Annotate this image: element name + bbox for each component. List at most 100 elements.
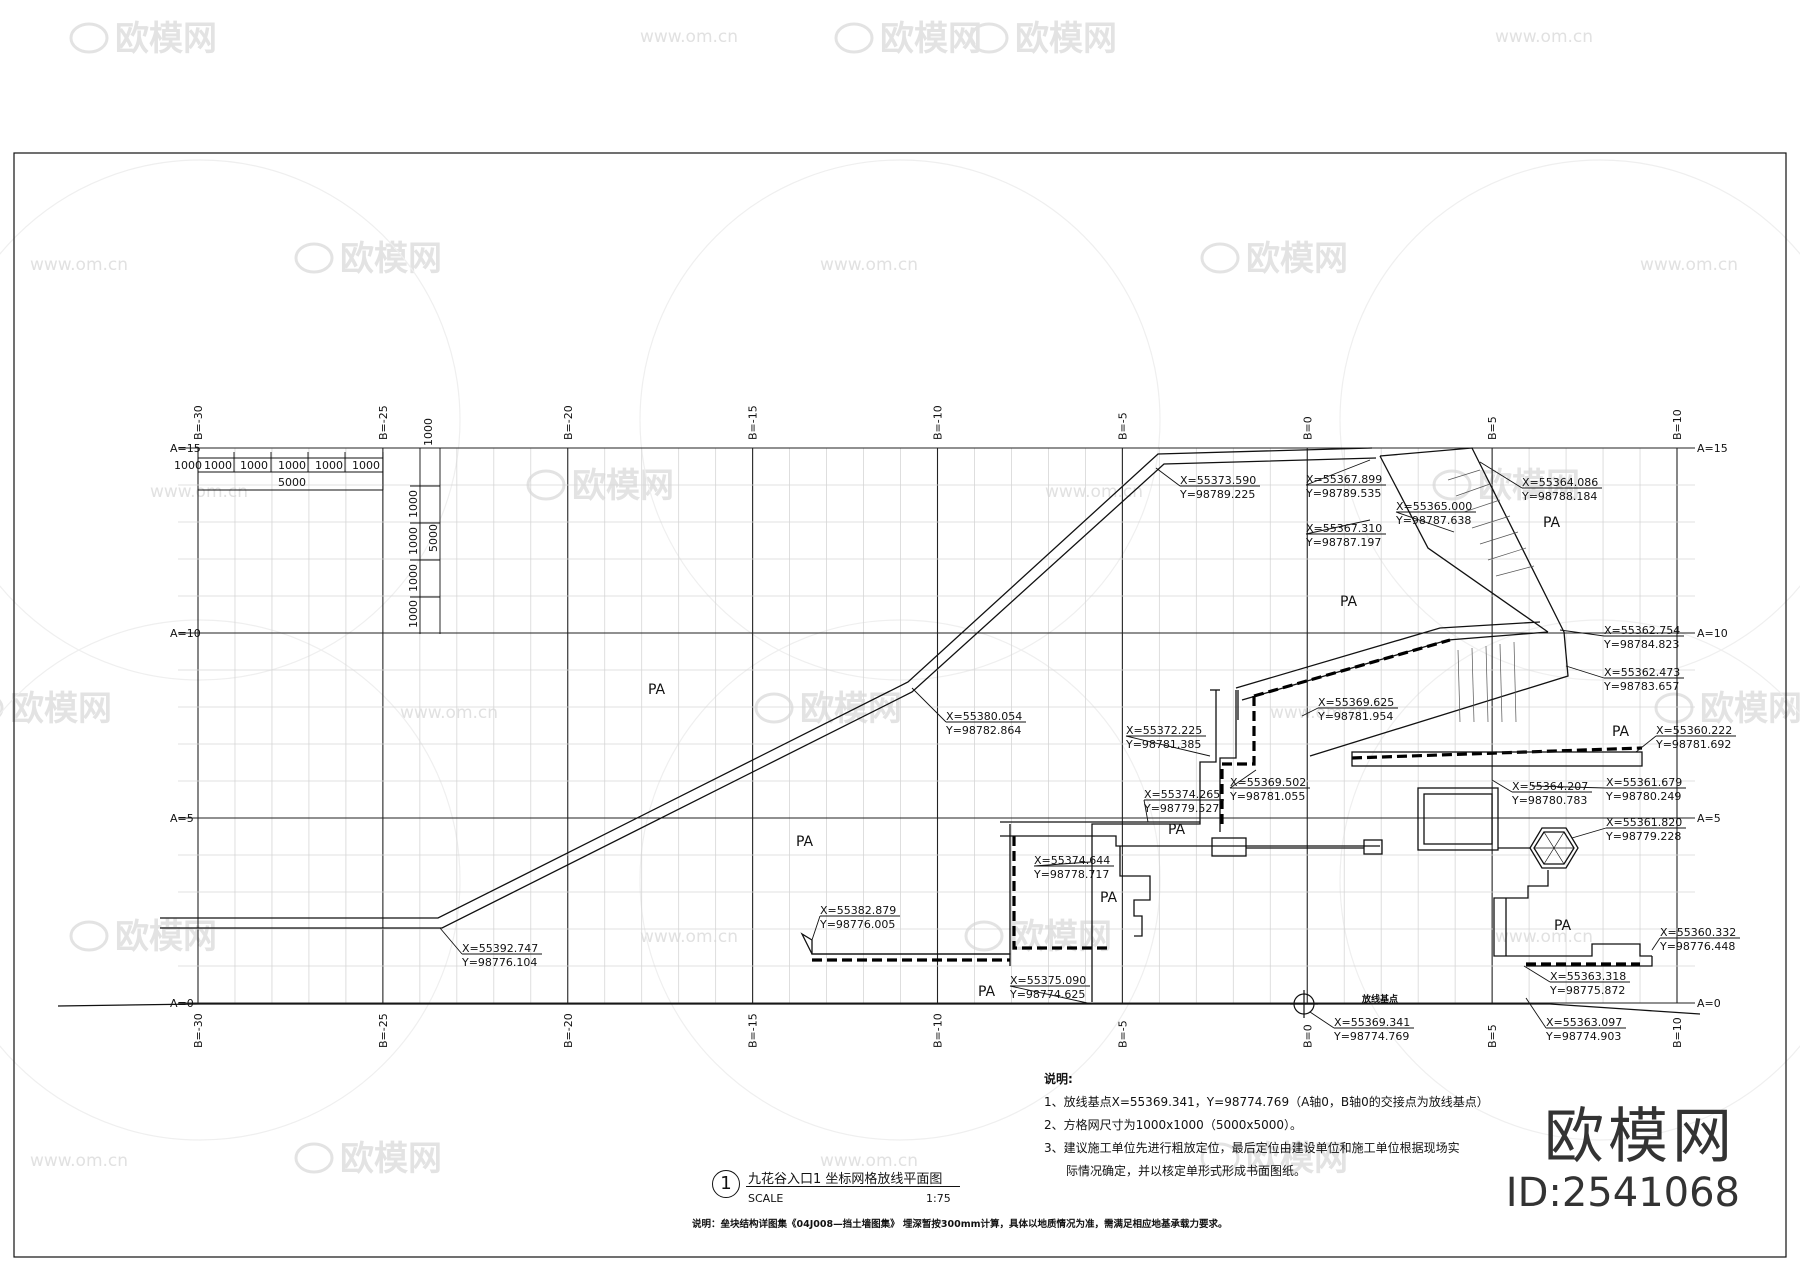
stair-structure [1235,447,1643,767]
area-label: PA [648,682,666,698]
axis-label-a: A=0 [1697,997,1721,1010]
axis-label-a: A=5 [1697,812,1721,825]
watermark-url: www.om.cn [150,482,248,502]
coordinate-y: Y=98774.769 [1333,1030,1409,1043]
coordinate-x: X=55364.207 [1512,780,1588,793]
axis-label-b: B=-30 [192,1013,205,1048]
watermark-logo-icon [754,692,794,724]
area-label: PA [1543,515,1561,531]
coordinate-x: X=55373.590 [1180,474,1256,487]
axis-label-b: B=-20 [562,405,575,440]
coordinate-y: Y=98788.184 [1521,490,1597,503]
area-label: PA [796,834,814,850]
area-label: PA [1340,594,1358,610]
watermark-logo-icon [69,920,109,952]
watermark-brand: 欧模网 [10,689,112,729]
watermark-brand: 欧模网 [1010,917,1112,957]
dim-top-5: 1000 [352,459,380,472]
drawing-frame [13,152,1787,1258]
coordinate-x: X=55374.644 [1034,854,1110,867]
watermark-arc [1339,619,1800,1141]
coordinate-x: X=55382.879 [820,904,896,917]
area-label: PA [1612,724,1630,740]
footer-note: 说明：垒块结构详图集《04J008—挡土墙图集》 埋深暂按300mm计算，具体以… [692,1219,1228,1230]
coordinate-x: X=55361.679 [1606,776,1682,789]
watermark-url: www.om.cn [1640,255,1738,275]
brand-id: ID:2541068 [1505,1170,1740,1216]
axis-label-a: A=10 [1697,627,1728,640]
watermark-arc [1339,159,1800,681]
watermark-url: www.om.cn [820,255,918,275]
dim-top-total: 5000 [278,476,306,489]
watermark-url: www.om.cn [1045,482,1143,502]
watermark-url: www.om.cn [30,255,128,275]
dim-left-2: 1000 [407,527,420,555]
coordinate-y: Y=98781.692 [1655,738,1731,751]
notes-block: 说明: 1、放线基点X=55369.341，Y=98774.769（A轴0，B轴… [1044,1070,1489,1179]
watermark-brand: 欧模网 [1246,1139,1348,1179]
coordinate-x: X=55392.747 [462,942,538,955]
title-text: 九花谷入口1 坐标网格放线平面图 [748,1172,943,1187]
dim-left-total: 5000 [427,524,440,552]
ground-line [57,1003,1701,1015]
axis-label-a: A=15 [1697,442,1728,455]
coordinate-y: Y=98778.717 [1033,868,1109,881]
coordinate-y: Y=98776.448 [1659,940,1735,953]
area-label: PA [978,984,996,1000]
coordinate-x: X=55361.820 [1606,816,1682,829]
base-point-label: 放线基点 [1361,993,1398,1005]
dim-left-corner: 1000 [422,418,435,446]
coordinate-y: Y=98787.197 [1305,536,1381,549]
watermark-logo-icon [1654,692,1694,724]
watermark-brand: 欧模网 [1246,239,1348,279]
coordinate-y: Y=98775.872 [1549,984,1625,997]
axis-label-b: B=-5 [1116,1020,1129,1048]
dim-top-1: 1000 [204,459,232,472]
watermark-logo-icon [1200,242,1240,274]
coordinate-y: Y=98789.535 [1305,487,1381,500]
coordinate-y: Y=98784.823 [1603,638,1679,651]
watermark-brand: 欧模网 [880,19,982,59]
dimension-block-top: 1000 1000 1000 1000 1000 1000 5000 [174,452,384,491]
coordinate-x: X=55360.332 [1660,926,1736,939]
watermark-logo-icon [69,22,109,54]
coordinate-x: X=55380.054 [946,710,1022,723]
coordinate-x: X=55362.754 [1604,624,1680,637]
axis-label-b: B=0 [1301,416,1314,440]
coordinate-y: Y=98776.104 [461,956,537,969]
watermark-arc [639,159,1161,681]
coordinate-y: Y=98780.783 [1511,794,1587,807]
notes-line-1: 1、放线基点X=55369.341，Y=98774.769（A轴0，B轴0的交接… [1044,1095,1489,1109]
coordinate-y: Y=98781.385 [1125,738,1201,751]
diagonal-path [160,447,1377,929]
watermark-url: www.om.cn [1495,27,1593,47]
coordinate-y: Y=98783.657 [1603,680,1679,693]
coordinate-y: Y=98780.249 [1605,790,1681,803]
axis-label-b: B=-10 [932,1013,945,1048]
axis-label-b: B=10 [1671,409,1684,440]
dim-top-2: 1000 [240,459,268,472]
area-labels: PA PA PA PA PA PA PA PA PA [648,515,1630,1000]
watermark-logo-icon [1200,1142,1240,1174]
watermark-brand: 欧模网 [340,1139,442,1179]
watermark-brand: 欧模网 [340,239,442,279]
watermark-brand: 欧模网 [1700,689,1800,729]
coordinate-x: X=55363.318 [1550,970,1626,983]
axis-label-b: B=-15 [747,405,760,440]
notes-line-4: 际情况确定，并以核定单形式形成书面图纸。 [1066,1164,1307,1178]
notes-heading: 说明: [1044,1072,1073,1086]
watermark-url: www.om.cn [640,927,738,947]
scale-value: 1:75 [926,1192,951,1205]
